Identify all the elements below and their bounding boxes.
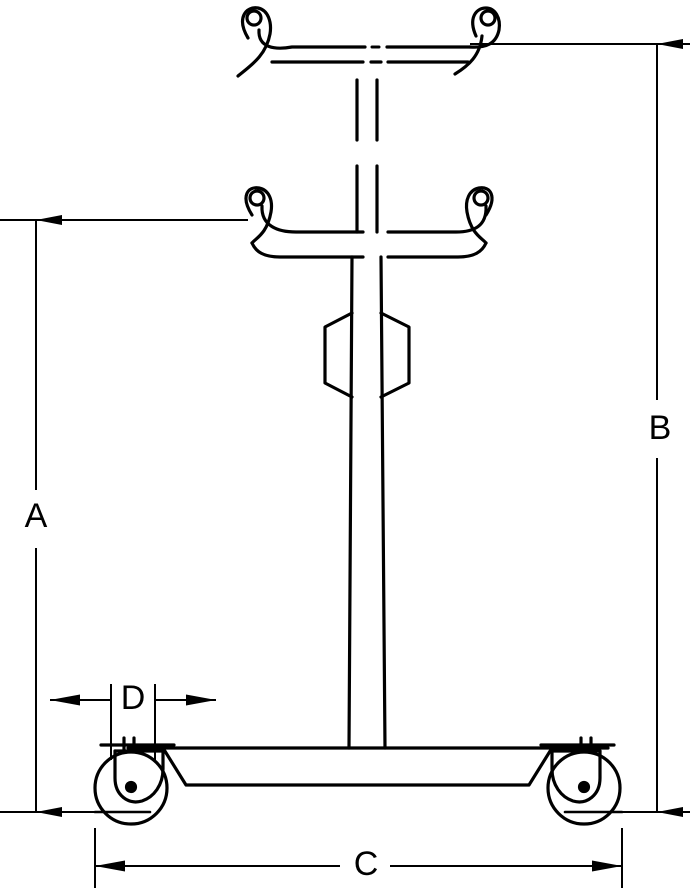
caster-right: [539, 736, 624, 826]
upper-saddle: [236, 6, 501, 78]
dimension-label-b: B: [649, 409, 672, 447]
dimension-label-d: D: [121, 679, 146, 717]
inner-column: [355, 78, 379, 234]
extension-lines: [0, 43, 690, 888]
dimension-label-a: A: [25, 497, 48, 535]
base-frame: [126, 746, 610, 787]
lower-saddle: [244, 186, 494, 259]
outer-column: [347, 255, 387, 750]
caster-left: [93, 736, 176, 826]
hex-collar: [323, 311, 411, 399]
dimension-label-c: C: [354, 845, 379, 883]
